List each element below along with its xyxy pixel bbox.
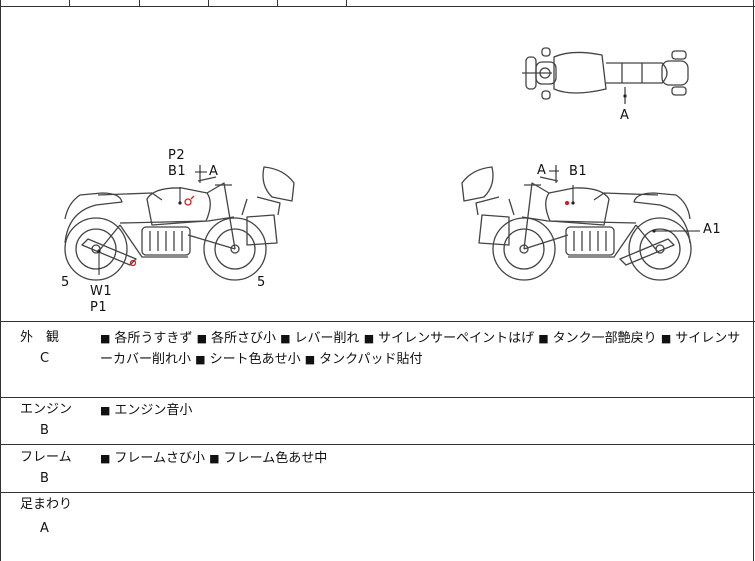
- bullet-icon: ■: [196, 332, 207, 345]
- top-row-divider: [277, 0, 278, 7]
- section-grade: B: [40, 423, 49, 438]
- finding-item: 各所うすきず: [114, 331, 193, 346]
- section-grade: B: [40, 471, 49, 486]
- damage-label: W1: [90, 284, 113, 299]
- right-side-bike: [461, 165, 692, 281]
- table-divider: [1, 492, 755, 493]
- finding-item: レバー削れ: [294, 331, 360, 346]
- section-grade: C: [40, 351, 50, 366]
- section-label: フレーム: [20, 450, 72, 465]
- finding-item: 各所さび小: [210, 331, 276, 346]
- section-items: ■各所うすきず ■各所さび小 ■レバー削れ ■サイレンサーペイントはげ ■タンク…: [100, 328, 748, 370]
- damage-label: 5: [61, 275, 70, 290]
- finding-item: シート色あせ小: [209, 352, 301, 367]
- bullet-icon: ■: [209, 452, 220, 465]
- top-row-divider: [139, 0, 140, 7]
- leader-lines: [98, 170, 700, 275]
- bullet-icon: ■: [304, 353, 316, 366]
- section-label: エンジン: [20, 402, 73, 417]
- finding-item: エンジン音小: [114, 403, 193, 418]
- top-row-divider: [208, 0, 209, 7]
- table-divider: [1, 444, 755, 445]
- section-frame: フレーム B ■フレームさび小 ■フレーム色あせ中: [2, 445, 754, 492]
- finding-item: フレームさび小: [114, 451, 206, 466]
- damage-label: B1: [168, 164, 187, 179]
- bullet-icon: ■: [280, 332, 291, 345]
- finding-item: サイレンサーペイントはげ: [378, 331, 535, 346]
- bullet-icon: ■: [100, 452, 111, 465]
- finding-item: フレーム色あせ中: [223, 451, 328, 466]
- top-row-divider: [346, 0, 347, 7]
- damage-diagram: P2 B1 A W1 P1 5 5 A B1 A1 A: [2, 7, 754, 321]
- damage-label: P2: [168, 148, 186, 163]
- section-suspension: 足まわり A: [2, 493, 754, 561]
- finding-item: タンクパッド貼付: [319, 352, 423, 367]
- bullet-icon: ■: [660, 332, 672, 345]
- section-items: ■フレームさび小 ■フレーム色あせ中: [100, 448, 748, 469]
- finding-item: タンク一部艶戻り: [552, 331, 657, 346]
- top-row-divider: [69, 0, 70, 7]
- section-engine: エンジン B ■エンジン音小: [2, 398, 754, 444]
- section-exterior: 外 観 C ■各所うすきず ■各所さび小 ■レバー削れ ■サイレンサーペイントは…: [2, 322, 754, 397]
- bullet-icon: ■: [195, 353, 206, 366]
- bullet-icon: ■: [100, 404, 111, 417]
- dot-marks: [97, 94, 656, 253]
- damage-label: A1: [703, 222, 722, 237]
- finding-item: サイレンサーカバー削れ小: [100, 331, 741, 367]
- damage-label: A: [620, 108, 630, 123]
- damage-label: P1: [90, 300, 108, 315]
- section-label: 外 観: [20, 330, 60, 345]
- top-view-bike: [522, 47, 689, 104]
- bullet-icon: ■: [100, 332, 111, 345]
- damage-label: A: [209, 164, 219, 179]
- table-divider: [1, 397, 755, 398]
- section-label: 足まわり: [20, 497, 73, 512]
- section-grade: A: [40, 521, 49, 536]
- bullet-icon: ■: [538, 332, 549, 345]
- damage-label: 5: [257, 275, 266, 290]
- damage-label: B1: [569, 164, 588, 179]
- damage-marks: [129, 195, 570, 267]
- section-items: ■エンジン音小: [100, 400, 748, 421]
- table-divider: [1, 6, 755, 7]
- motorcycle-diagram-svg: [64, 47, 700, 281]
- table-divider: [1, 321, 755, 322]
- damage-label: A: [537, 163, 547, 178]
- bullet-icon: ■: [363, 332, 375, 345]
- left-side-bike: [64, 165, 295, 281]
